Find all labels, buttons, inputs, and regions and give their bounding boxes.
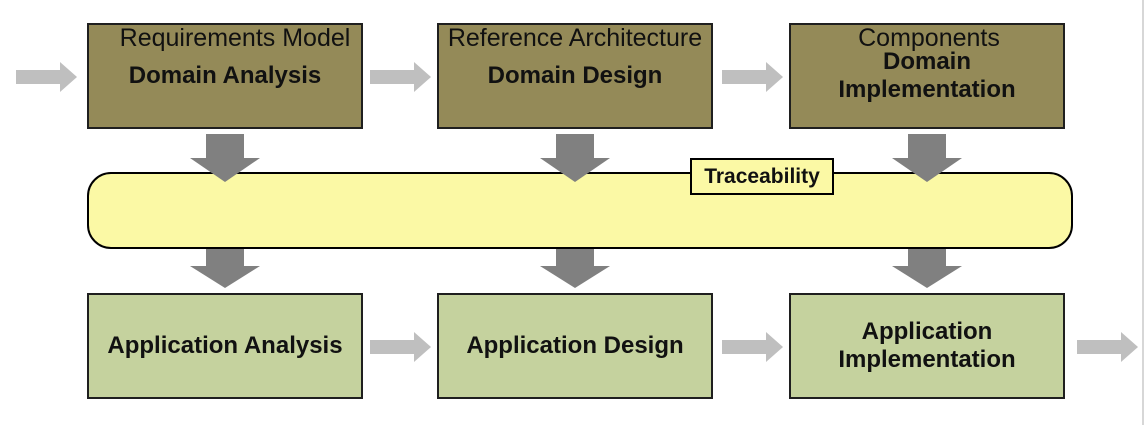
- arrow-shaft: [722, 70, 766, 84]
- arrow-down-icon: [540, 134, 610, 182]
- arrow-head: [414, 332, 431, 362]
- domain-analysis-box: Domain Analysis: [87, 23, 363, 129]
- arrow-head: [540, 158, 610, 182]
- domain-design-box: Domain Design: [437, 23, 713, 129]
- arrow-shaft: [908, 134, 946, 158]
- arrow-head: [1121, 332, 1138, 362]
- arrow-shaft: [370, 70, 414, 84]
- page-edge-line: [1142, 0, 1144, 425]
- arrow-right-icon: [1077, 332, 1138, 362]
- arrow-head: [892, 158, 962, 182]
- arrow-head: [766, 332, 783, 362]
- components-label: Components: [858, 24, 1000, 52]
- arrow-down-icon: [540, 249, 610, 288]
- arrow-shaft: [556, 134, 594, 158]
- domain-analysis-label: Domain Analysis: [128, 61, 322, 89]
- artifacts-band: [87, 172, 1073, 249]
- application-design-label: Application Design: [466, 331, 684, 359]
- arrow-shaft: [722, 340, 766, 354]
- application-implementation-label: Application Implementation: [838, 317, 1016, 373]
- arrow-head: [766, 62, 783, 92]
- requirements-model-label: Requirements Model: [119, 24, 351, 52]
- arrow-shaft: [370, 340, 414, 354]
- traceability-tag: Traceability: [690, 158, 834, 195]
- arrow-head: [190, 158, 260, 182]
- arrow-down-icon: [892, 134, 962, 182]
- application-design-box: Application Design: [437, 293, 713, 399]
- arrow-shaft: [1077, 340, 1121, 354]
- domain-implementation-label: Domain Implementation: [838, 47, 1016, 103]
- reference-architecture-label: Reference Architecture: [447, 24, 703, 52]
- arrow-right-icon: [370, 62, 431, 92]
- arrow-right-icon: [16, 62, 77, 92]
- arrow-head: [190, 266, 260, 288]
- domain-implementation-box: Domain Implementation: [789, 23, 1065, 129]
- arrow-head: [414, 62, 431, 92]
- arrow-head: [60, 62, 77, 92]
- arrow-shaft: [206, 134, 244, 158]
- application-analysis-box: Application Analysis: [87, 293, 363, 399]
- arrow-shaft: [908, 249, 946, 266]
- arrow-head: [540, 266, 610, 288]
- arrow-down-icon: [892, 249, 962, 288]
- arrow-shaft: [206, 249, 244, 266]
- arrow-right-icon: [722, 332, 783, 362]
- arrow-head: [892, 266, 962, 288]
- traceability-label: Traceability: [704, 164, 820, 188]
- application-analysis-label: Application Analysis: [107, 331, 343, 359]
- arrow-down-icon: [190, 134, 260, 182]
- arrow-shaft: [16, 70, 60, 84]
- arrow-right-icon: [370, 332, 431, 362]
- arrow-right-icon: [722, 62, 783, 92]
- arrow-down-icon: [190, 249, 260, 288]
- domain-design-label: Domain Design: [487, 61, 663, 89]
- application-implementation-box: Application Implementation: [789, 293, 1065, 399]
- arrow-shaft: [556, 249, 594, 266]
